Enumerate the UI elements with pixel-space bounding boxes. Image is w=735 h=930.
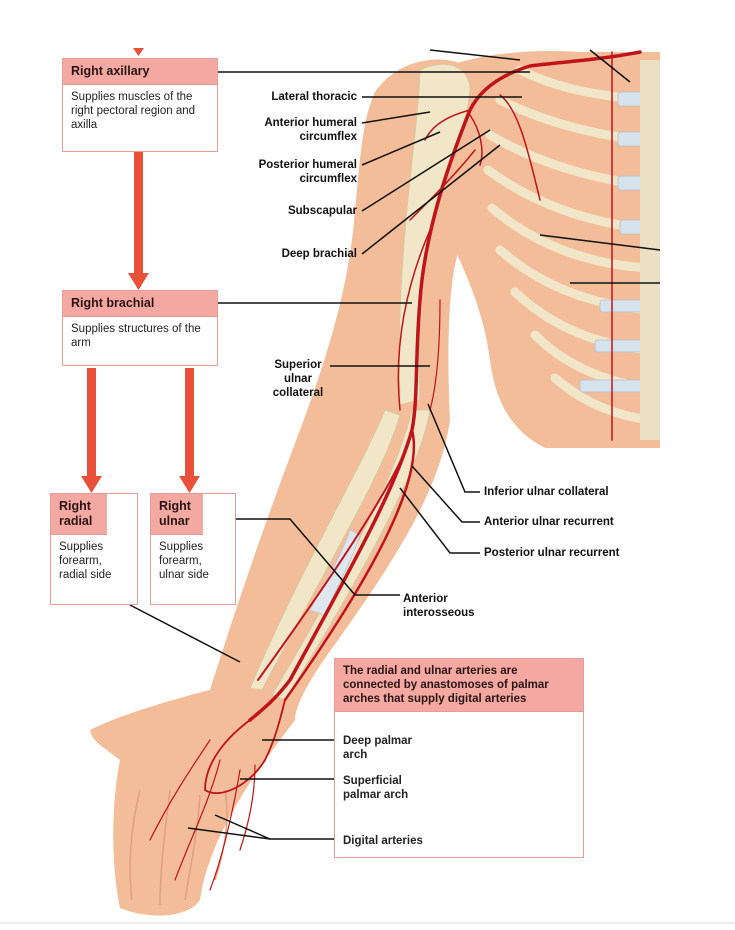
superficial-palmar-arch-label: Superficial palmar arch <box>343 775 409 801</box>
label-lateral-thoracic: Lateral thoracic <box>271 91 357 103</box>
label-anterior-interosseous: Anterior interosseous <box>403 593 475 619</box>
label-anterior-humeral-circumflex: Anterior humeral circumflex <box>264 117 357 143</box>
radial-box: Right radial Supplies forearm, radial si… <box>50 493 138 605</box>
label-anterior-ulnar-recurrent: Anterior ulnar recurrent <box>484 516 614 528</box>
axillary-text: Supplies muscles of the right pectoral r… <box>71 91 196 131</box>
finger-outlines <box>129 789 228 906</box>
flow-arrows <box>81 48 200 493</box>
brachial-title: Right brachial <box>63 291 217 317</box>
label-inferior-ulnar-collateral: Inferior ulnar collateral <box>484 486 609 498</box>
ulnar-text: Supplies forearm, ulnar side <box>159 541 209 581</box>
axillary-title: Right axillary <box>63 59 217 85</box>
arm-skin <box>90 59 479 916</box>
deep-palmar-arch-label: Deep palmar arch <box>343 735 413 761</box>
palmar-title: The radial and ulnar arteries are connec… <box>335 659 583 712</box>
ulna-bone <box>271 409 431 701</box>
label-posterior-humeral-circumflex: Posterior humeral circumflex <box>258 159 357 185</box>
radius-bone <box>249 409 401 691</box>
label-deep-brachial: Deep brachial <box>281 248 357 260</box>
axillary-box: Right axillary Supplies muscles of the r… <box>62 58 218 152</box>
radial-text: Supplies forearm, radial side <box>59 541 112 581</box>
label-superior-ulnar-collateral: Superior ulnar collateral <box>272 359 324 399</box>
arteries <box>149 50 642 891</box>
radial-title: Right radial <box>51 494 107 535</box>
brachial-text: Supplies structures of the arm <box>71 323 201 349</box>
digital-arteries-label: Digital arteries <box>343 835 423 847</box>
label-subscapular: Subscapular <box>287 205 357 217</box>
leader-lines <box>129 49 661 840</box>
brachial-box: Right brachial Supplies structures of th… <box>62 290 218 366</box>
palmar-box: The radial and ulnar arteries are connec… <box>334 658 584 858</box>
label-posterior-ulnar-recurrent: Posterior ulnar recurrent <box>484 547 620 559</box>
sternum <box>640 60 660 440</box>
ulnar-title: Right ulnar <box>151 494 203 535</box>
ulnar-box: Right ulnar Supplies forearm, ulnar side <box>150 493 236 605</box>
